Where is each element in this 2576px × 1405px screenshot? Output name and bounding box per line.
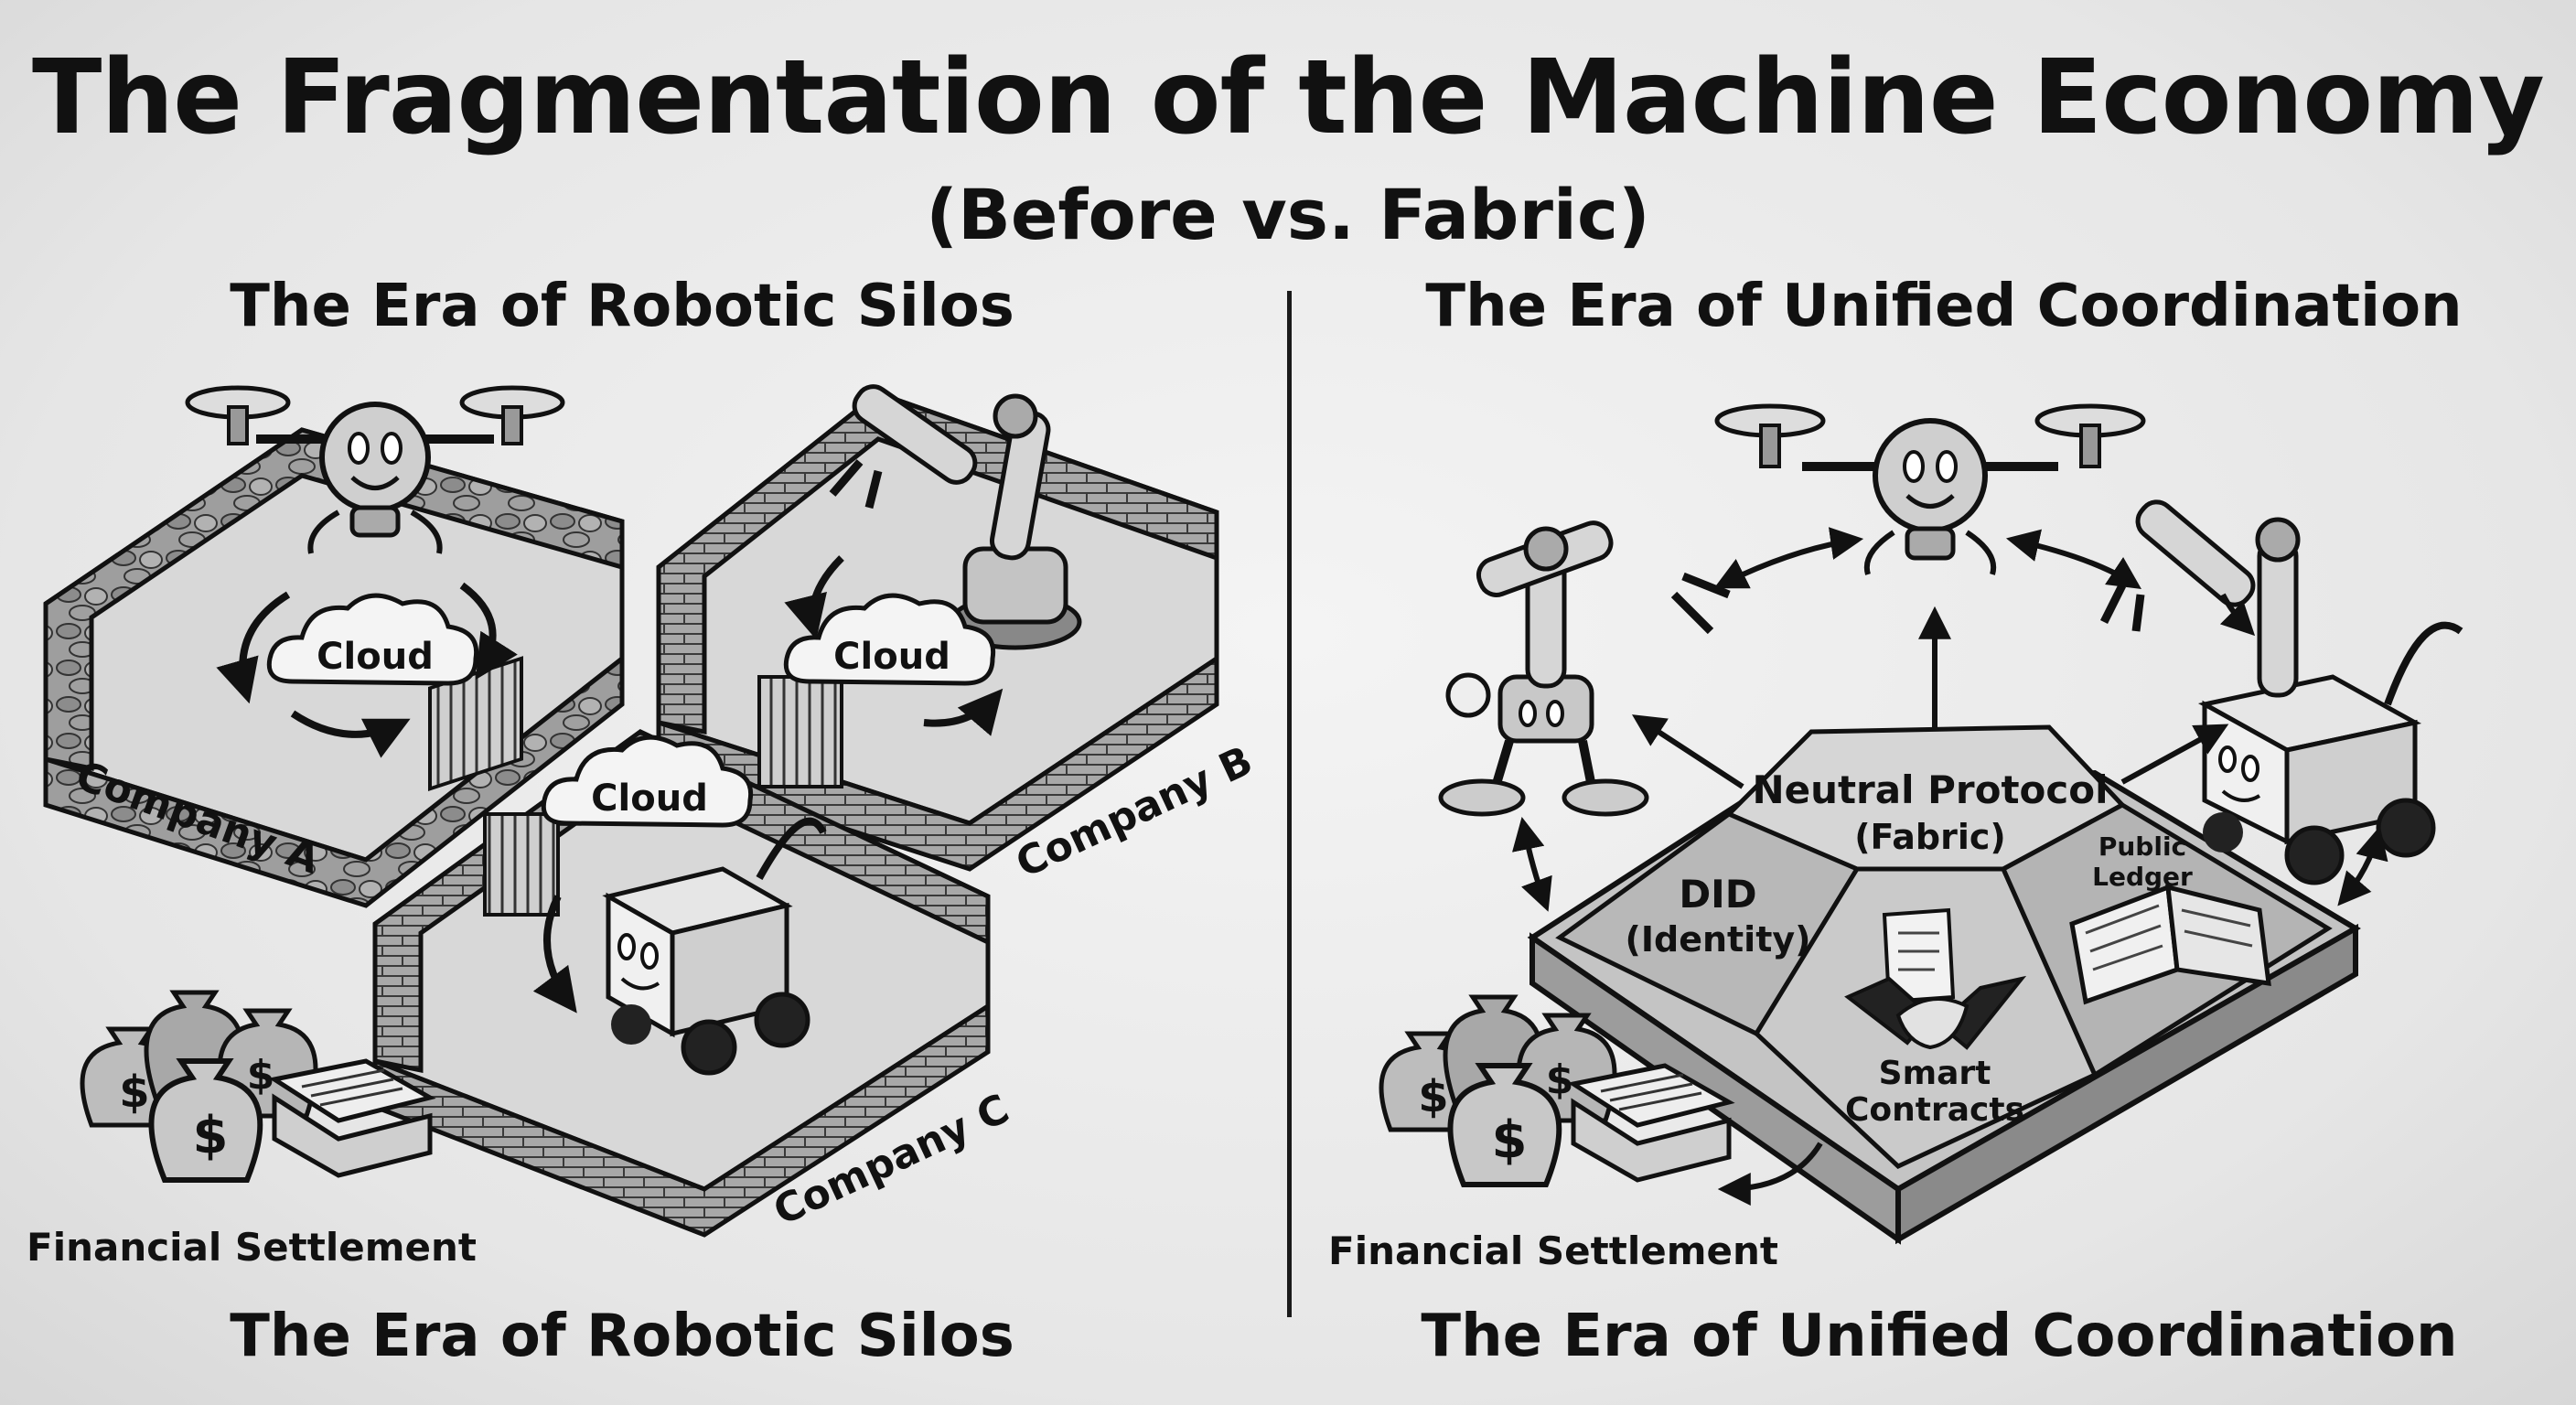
cloud-label-b: Cloud [833,636,950,678]
did-label-1: DID [1679,872,1756,917]
ledger-label-1: Public [2098,831,2186,862]
contracts-label-1: Smart [1879,1055,1991,1092]
protocol-label-2: (Fabric) [1854,817,2006,857]
handshake-icon [1844,975,2027,1050]
svg-text:$: $ [1546,1056,1574,1103]
right-settlement-label: Financial Settlement [1328,1228,1778,1273]
right-era-heading-top: The Era of Unified Coordination [1425,273,2463,340]
cart-robot-icon [2099,499,2463,885]
ledger-book-icon [1567,1063,1735,1183]
svg-text:$: $ [119,1067,149,1118]
svg-text:$: $ [247,1052,275,1099]
cloud-icon: Cloud [783,593,996,686]
right-era-heading-bottom: The Era of Unified Coordination [1421,1303,2458,1370]
drone-icon [1714,403,2146,575]
did-label-2: (Identity) [1625,919,1810,960]
svg-text:$: $ [1418,1071,1448,1122]
money-bag-icon: $ $ $ [80,990,318,1183]
contracts-label-2: Contracts [1845,1091,2024,1129]
left-settlement-label: Financial Settlement [27,1225,477,1270]
main-title: The Fragmentation of the Machine Economy [32,38,2545,157]
ledger-book-icon [2069,884,2271,1005]
svg-text:$: $ [1492,1110,1528,1170]
cloud-label-a: Cloud [317,636,434,678]
robot-arm-icon [1438,520,1731,817]
coordination-arrows [1511,527,2388,1206]
ledger-label-2: Ledger [2092,862,2193,892]
left-era-heading-bottom: The Era of Robotic Silos [230,1303,1014,1370]
money-bag-icon: $ $ $ [1379,994,1617,1187]
left-era-heading-top: The Era of Robotic Silos [230,273,1014,340]
protocol-label-1: Neutral Protocol [1752,767,2108,812]
cloud-label-c: Cloud [591,778,708,820]
svg-text:$: $ [193,1106,229,1165]
scroll-icon [1882,907,1956,1004]
silo-cycle-arrows [216,555,1004,1014]
cart-robot-icon [602,817,827,1076]
ledger-book-icon [268,1058,436,1178]
cloud-icon: Cloud [541,735,754,828]
main-subtitle: (Before vs. Fabric) [926,174,1650,255]
cloud-icon: Cloud [266,593,479,686]
panel-divider [1287,291,1292,1317]
drone-icon [185,385,565,554]
